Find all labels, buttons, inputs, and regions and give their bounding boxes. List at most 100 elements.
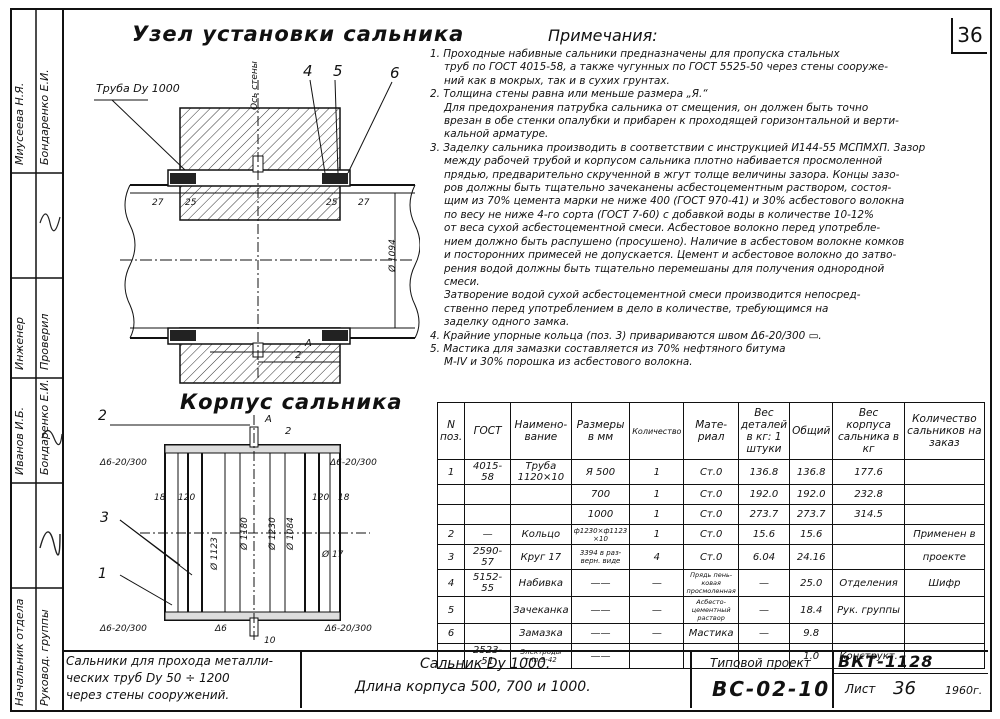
table-cell: Отделения bbox=[832, 569, 905, 597]
col-pos: N поз. bbox=[436, 402, 466, 460]
table-cell: — bbox=[629, 569, 685, 597]
side-strip-lines bbox=[10, 8, 64, 710]
table-cell: —— bbox=[570, 643, 631, 669]
side-role-checked: Проверил bbox=[38, 313, 51, 370]
table-cell: Шифр bbox=[903, 569, 986, 597]
table-cell: 4 bbox=[436, 569, 466, 597]
title-center-2: Длина корпуса 500, 700 и 1000. bbox=[355, 679, 591, 695]
dim-25-right: 25 bbox=[326, 198, 338, 208]
callout-1: 1 bbox=[98, 566, 107, 582]
table-cell bbox=[903, 596, 986, 624]
dia-1084: Ø 1084 bbox=[286, 517, 296, 550]
table-cell: Ст.0 bbox=[683, 524, 739, 545]
table-cell: 2590-57 bbox=[464, 544, 511, 570]
table-row: 1 4015-58 Труба 1120×10 Я 500 1 Ст.0 136… bbox=[436, 459, 986, 485]
title-block-div3 bbox=[832, 650, 834, 708]
side-name-bondarenko-2: Бондаренко Е.И. bbox=[38, 69, 51, 165]
table-cell: 192.0 bbox=[737, 484, 791, 505]
table-row: 1000 1 Ст.0 273.7 273.7 314.5 bbox=[436, 504, 986, 525]
sheet-label: Лист bbox=[845, 682, 876, 696]
table-cell: Мастика bbox=[683, 623, 739, 644]
dia-17: Ø 17 bbox=[322, 550, 344, 560]
table-cell: Ст.0 bbox=[683, 459, 739, 485]
note-line: прядью, предварительно скрученной в жгут… bbox=[444, 168, 900, 181]
table-cell: Ст.0 bbox=[683, 504, 739, 525]
weld-mark-2: Δ6-20/300 bbox=[330, 458, 377, 468]
table-cell: — bbox=[737, 623, 791, 644]
table-cell bbox=[737, 643, 791, 669]
table-row: 2 — Кольцо ф1230×ф1123 ×10 1 Ст.0 15.6 1… bbox=[436, 524, 986, 545]
callout-5: 5 bbox=[333, 62, 343, 80]
table-cell: — bbox=[737, 569, 791, 597]
table-cell: 1 bbox=[629, 524, 685, 545]
note-line: Затворение водой сухой асбестоцементной … bbox=[444, 289, 861, 302]
table-cell bbox=[436, 643, 466, 669]
title-center-1: Сальник Dу 1000. bbox=[420, 656, 551, 672]
table-cell: Зачеканка bbox=[509, 596, 572, 624]
table-cell: —— bbox=[570, 623, 631, 644]
dia-1230: Ø 1230 bbox=[268, 517, 278, 550]
dim-a-sub: 2 bbox=[285, 426, 292, 437]
col-weight-total: Общий bbox=[789, 402, 834, 460]
table-cell: —— bbox=[570, 596, 631, 624]
table-cell: — bbox=[737, 596, 791, 624]
table-cell bbox=[903, 459, 986, 485]
table-cell: Прядь пень-ковая просмоленная bbox=[683, 569, 739, 597]
table-cell: 273.7 bbox=[737, 504, 791, 525]
title-left-1: Сальники для прохода металли- bbox=[66, 654, 273, 668]
table-cell: 1 bbox=[629, 504, 685, 525]
drawing1-title: Узел установки сальника bbox=[132, 22, 465, 46]
table-cell: 5152-55 bbox=[464, 569, 511, 597]
note-line: щим из 70% цемента марки не ниже 400 (ГО… bbox=[444, 195, 905, 208]
table-cell: 4015-58 bbox=[464, 459, 511, 485]
table-cell: 232.8 bbox=[832, 484, 905, 505]
weld-mark-5: Δ6-20/300 bbox=[325, 624, 372, 634]
table-cell bbox=[832, 524, 905, 545]
table-cell: 192.0 bbox=[789, 484, 834, 505]
table-cell: 1 bbox=[629, 484, 685, 505]
note-line: по весу не ниже 4-го сорта (ГОСТ 7-60) с… bbox=[444, 208, 874, 221]
col-gost: ГОСТ bbox=[464, 402, 511, 460]
table-cell bbox=[436, 504, 466, 525]
dim-18-right: 18 bbox=[338, 493, 350, 503]
dia-1180: Ø 1180 bbox=[240, 517, 250, 550]
title-block-div4 bbox=[832, 673, 988, 674]
table-row: 5 Зачеканка —— — Асбесто-цементный раств… bbox=[436, 596, 986, 624]
title-block bbox=[62, 650, 988, 710]
notes-block: 1. Проходные набивные сальники предназна… bbox=[430, 48, 975, 370]
table-cell bbox=[903, 504, 986, 525]
drawing2-title: Корпус сальника bbox=[180, 390, 403, 414]
table-cell: Ст.0 bbox=[683, 544, 739, 570]
drawing2-gland-body bbox=[110, 415, 370, 640]
weld-mark-4: Δ6 bbox=[215, 624, 227, 634]
col-weight-unit: Вес деталей в кг: 1 штуки bbox=[737, 402, 791, 460]
drawing1-gland-assembly bbox=[94, 79, 420, 384]
table-cell bbox=[464, 623, 511, 644]
col-name: Наимено-вание bbox=[509, 402, 572, 460]
table-cell: Применен в bbox=[903, 524, 986, 545]
year: 1960г. bbox=[945, 684, 983, 697]
wall-axis-label: Ось стены bbox=[250, 61, 260, 110]
dim-a-top: А bbox=[265, 414, 272, 425]
title-left-3: через стены сооружений. bbox=[66, 688, 230, 702]
table-cell: 3394 в раз-верн. виде bbox=[570, 544, 631, 570]
col-order-qty: Количество сальников на заказ bbox=[903, 402, 986, 460]
table-cell: Круг 17 bbox=[509, 544, 572, 570]
dim-27-right: 27 bbox=[358, 198, 370, 208]
note-line: врезан в обе стенки опалубки и прибарен … bbox=[444, 115, 899, 128]
table-cell: 136.8 bbox=[737, 459, 791, 485]
side-name-miuseeva: Миусеева Н.Я. bbox=[13, 82, 26, 165]
side-role-lead: Руковод. группы bbox=[38, 609, 51, 706]
callout-2: 2 bbox=[98, 408, 107, 424]
note-line: между рабочей трубой и корпусом сальника… bbox=[444, 155, 883, 168]
callout-4: 4 bbox=[303, 62, 313, 80]
table-cell: 2 bbox=[436, 524, 466, 545]
col-size: Размеры в мм bbox=[570, 402, 631, 460]
table-cell: Кольцо bbox=[509, 524, 572, 545]
dim-27-left: 27 bbox=[152, 198, 164, 208]
table-cell bbox=[436, 484, 466, 505]
note-line: 4. Крайние упорные кольца (поз. 3) прива… bbox=[430, 329, 822, 342]
table-cell: 18.4 bbox=[789, 596, 834, 624]
table-cell bbox=[509, 484, 572, 505]
